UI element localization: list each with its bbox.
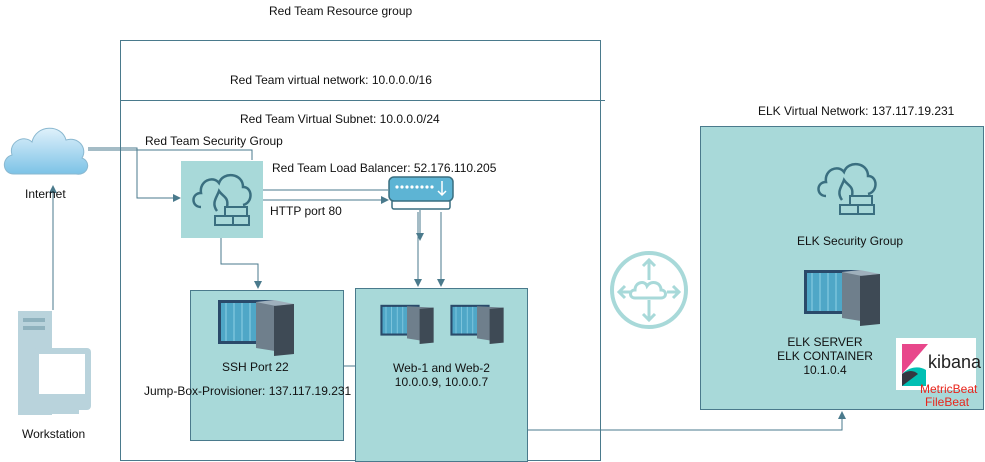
elk-vnet-label: ELK Virtual Network: 137.117.19.231 <box>758 104 955 118</box>
jumpbox-server-icon <box>218 300 294 356</box>
subnet-label: Red Team Virtual Subnet: 10.0.0.0/24 <box>240 112 440 126</box>
elk-server-label: ELK SERVER <box>787 335 863 349</box>
vnet-divider <box>120 100 605 101</box>
security-group-label: Red Team Security Group <box>145 134 283 148</box>
load-balancer-label: Red Team Load Balancer: 52.176.110.205 <box>272 161 497 175</box>
elk-firewall-icon <box>817 163 877 215</box>
workstation-icon <box>18 311 91 415</box>
internet-to-sg-line <box>88 147 181 202</box>
internet-label: Internet <box>25 187 66 201</box>
web-2-server-icon <box>450 304 504 344</box>
firewall-icon <box>192 174 252 226</box>
internet-cloud-icon <box>3 127 89 175</box>
internet-to-sg-line-2 <box>88 149 253 160</box>
elk-server-icon <box>804 270 880 326</box>
vnet-label: Red Team virtual network: 10.0.0.0/16 <box>230 73 432 87</box>
workstation-label: Workstation <box>22 427 86 441</box>
kibana-logo: kibana <box>896 338 981 390</box>
web-1-server-icon <box>380 304 434 344</box>
kibana-logo-icon <box>902 344 928 386</box>
vnet-peering-icon <box>610 251 688 329</box>
sg-to-jumpbox-line <box>220 238 262 289</box>
load-balancer-icon <box>388 176 454 210</box>
http-port-label: HTTP port 80 <box>270 204 342 218</box>
elk-container-label: ELK CONTAINER <box>777 349 873 363</box>
ssh-port-label: SSH Port 22 <box>222 360 289 374</box>
kibana-logo-text: kibana <box>928 352 982 372</box>
web-servers-label: Web-1 and Web-2 <box>393 361 490 375</box>
metricbeat-label: MetricBeat <box>920 382 978 396</box>
jumpbox-name-label: Jump-Box-Provisioner: 137.117.19.231 <box>144 384 352 398</box>
filebeat-label: FileBeat <box>925 395 970 409</box>
web-to-elk-line <box>528 411 846 431</box>
resource-group-title: Red Team Resource group <box>269 4 413 18</box>
elk-security-group-label: ELK Security Group <box>797 234 904 248</box>
web-servers-ips: 10.0.0.9, 10.0.0.7 <box>394 375 489 389</box>
elk-ip-label: 10.1.0.4 <box>803 363 847 377</box>
security-group-box <box>181 161 263 238</box>
